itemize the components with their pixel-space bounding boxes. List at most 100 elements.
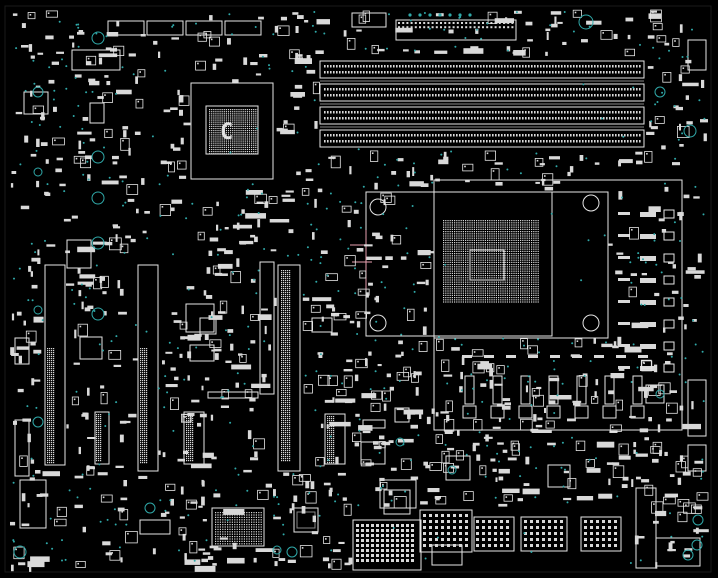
pad bbox=[445, 237, 447, 239]
pad bbox=[471, 299, 473, 301]
pad bbox=[285, 288, 287, 290]
pad bbox=[223, 134, 225, 136]
pad bbox=[223, 125, 225, 127]
pad bbox=[462, 255, 464, 257]
pad bbox=[480, 228, 482, 230]
dimm-pin bbox=[495, 117, 497, 120]
pad bbox=[53, 398, 55, 400]
pad bbox=[462, 248, 464, 250]
pad bbox=[476, 532, 479, 535]
pad bbox=[495, 248, 497, 250]
pad bbox=[489, 266, 491, 268]
pad bbox=[465, 514, 468, 517]
pad bbox=[289, 274, 291, 276]
pad bbox=[520, 292, 522, 294]
dimm-pin bbox=[570, 94, 572, 97]
pad bbox=[327, 442, 329, 444]
pad bbox=[248, 151, 251, 153]
pad bbox=[537, 270, 539, 272]
pad bbox=[248, 138, 251, 140]
pad bbox=[520, 244, 522, 246]
pad bbox=[498, 26, 501, 29]
pad bbox=[215, 121, 217, 123]
pad bbox=[440, 22, 442, 24]
pad bbox=[467, 275, 469, 277]
pad bbox=[255, 146, 257, 148]
dimm-pin bbox=[354, 94, 356, 97]
pad bbox=[459, 538, 462, 541]
pad bbox=[454, 261, 456, 263]
pad bbox=[445, 259, 447, 261]
pad bbox=[217, 130, 219, 132]
pad bbox=[227, 543, 229, 545]
pad bbox=[251, 524, 253, 526]
pad bbox=[476, 244, 478, 246]
pad bbox=[456, 261, 458, 263]
pad bbox=[53, 430, 55, 432]
pad bbox=[480, 242, 482, 244]
pad bbox=[515, 220, 517, 222]
pad bbox=[217, 136, 219, 138]
pad bbox=[281, 350, 283, 352]
pad bbox=[289, 416, 291, 418]
dimm-pin bbox=[606, 88, 608, 91]
dimm-pin bbox=[630, 111, 632, 114]
dimm-pin bbox=[501, 71, 503, 74]
pad bbox=[453, 514, 456, 517]
pad bbox=[209, 148, 211, 151]
pad bbox=[51, 362, 53, 364]
pad bbox=[232, 113, 234, 115]
pad bbox=[537, 257, 539, 259]
pad bbox=[47, 360, 49, 362]
pad bbox=[456, 264, 458, 266]
pad bbox=[498, 266, 500, 268]
pad bbox=[484, 301, 486, 303]
pad bbox=[234, 526, 236, 528]
pad bbox=[429, 520, 432, 523]
dimm-pin bbox=[378, 65, 380, 68]
dimm-pin bbox=[423, 65, 425, 68]
pad bbox=[281, 386, 283, 388]
pad bbox=[227, 531, 229, 533]
pad bbox=[471, 283, 473, 285]
dimm-pin bbox=[339, 88, 341, 91]
pad bbox=[242, 151, 244, 153]
pad bbox=[144, 370, 146, 372]
pad bbox=[289, 370, 291, 372]
pad bbox=[98, 416, 100, 418]
pad bbox=[327, 446, 329, 448]
pad bbox=[146, 372, 148, 374]
pad bbox=[528, 253, 530, 255]
dimm-pin bbox=[555, 111, 557, 114]
dimm-pin bbox=[387, 140, 389, 143]
pad bbox=[140, 360, 142, 362]
pad bbox=[51, 448, 53, 450]
pad bbox=[498, 255, 500, 257]
pad bbox=[287, 414, 289, 416]
pad bbox=[283, 318, 285, 320]
pad bbox=[236, 531, 238, 533]
pad bbox=[467, 224, 469, 226]
pad bbox=[289, 388, 291, 390]
dimm-pin bbox=[486, 94, 488, 97]
pad bbox=[287, 356, 289, 358]
pad bbox=[51, 412, 53, 414]
dimm-pin bbox=[366, 65, 368, 68]
dimm-pin bbox=[492, 71, 494, 74]
pad bbox=[526, 290, 528, 292]
pad bbox=[281, 348, 283, 350]
pad bbox=[451, 253, 453, 255]
pad bbox=[443, 290, 445, 292]
pad bbox=[484, 248, 486, 250]
pad bbox=[283, 348, 285, 350]
dimm-pin bbox=[351, 140, 353, 143]
pad bbox=[225, 153, 227, 155]
dimm-pin bbox=[465, 94, 467, 97]
pad bbox=[445, 283, 447, 285]
pad bbox=[401, 549, 404, 552]
pad bbox=[236, 148, 238, 151]
pad bbox=[186, 426, 188, 428]
pad bbox=[469, 288, 471, 290]
pad bbox=[517, 259, 519, 261]
pad bbox=[493, 246, 495, 248]
